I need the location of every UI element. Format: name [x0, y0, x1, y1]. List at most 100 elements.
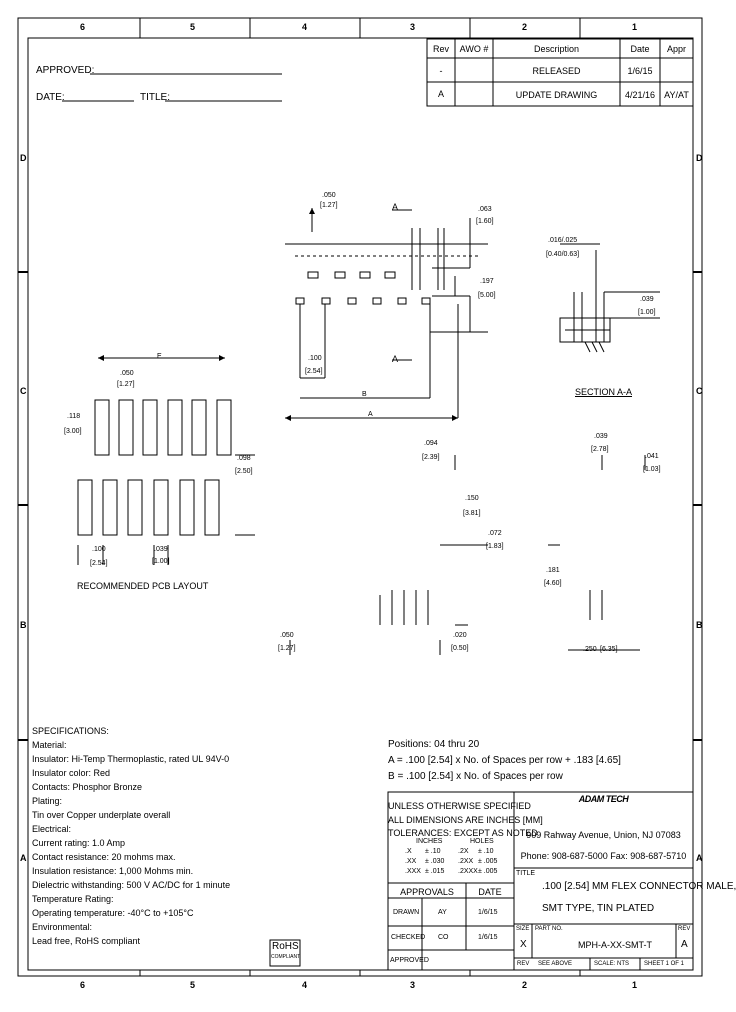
partno-value: MPH-A-XX-SMT-T	[578, 940, 652, 950]
checked-by: CO	[438, 934, 449, 941]
section-title: SECTION A-A	[575, 387, 633, 397]
positions-note: Positions: 04 thru 20	[388, 739, 480, 750]
front-094: .094	[424, 440, 438, 447]
rev-header-awo: AWO #	[459, 44, 489, 54]
spec-line: Contacts: Phosphor Bronze	[32, 782, 143, 792]
drawn-by: AY	[438, 909, 447, 916]
checked-date: 1/6/15	[478, 934, 498, 941]
formula-b: B = .100 [2.54] x No. of Spaces per row	[388, 771, 563, 782]
approvals-header: APPROVALS	[400, 887, 454, 897]
zone-top-2: 2	[522, 22, 528, 32]
section-039: .039	[640, 296, 654, 303]
rev2-label: REV	[517, 961, 530, 967]
front-150: .150	[465, 495, 479, 502]
section-dim: .016/.025	[548, 237, 578, 244]
rev-row-1-date: 1/6/15	[627, 66, 653, 76]
pcb-title: RECOMMENDED PCB LAYOUT	[77, 581, 209, 591]
tol-line-1: UNLESS OTHERWISE SPECIFIED	[388, 801, 531, 811]
zone-bottom-5: 5	[190, 980, 196, 990]
title-line-2: SMT TYPE, TIN PLATED	[542, 903, 655, 914]
tol-line-3: TOLERANCES: EXCEPT AS NOTED	[388, 828, 538, 838]
tol-row-2-b: ± .030	[425, 858, 445, 865]
pcb-100-mm: [2.54]	[90, 560, 108, 567]
rev-row-1-rev: -	[439, 66, 443, 76]
zone-bottom-1: 1	[632, 980, 638, 990]
company-address: 909 Rahway Avenue, Union, NJ 07083	[526, 830, 681, 840]
spec-line: SPECIFICATIONS:	[32, 726, 109, 736]
size-label: SIZE	[516, 926, 530, 932]
pcb-100: .100	[92, 546, 106, 553]
zone-left-b: B	[20, 620, 27, 630]
spec-line: Material:	[32, 740, 67, 750]
label-a-top: A	[392, 202, 399, 212]
rev-header-date: Date	[630, 44, 650, 54]
dim-top-050: .050	[322, 192, 336, 199]
rev-value: A	[681, 939, 688, 950]
drawing-canvas	[17, 17, 703, 977]
dim-side-197: .197	[480, 278, 494, 285]
date-label: DATE:	[36, 92, 65, 103]
pcb-label-e: E	[157, 353, 162, 360]
approved-field-label: APPROVED	[390, 957, 429, 964]
dim-pitch-100-mm: [2.54]	[305, 368, 323, 375]
zone-left-d: D	[20, 153, 27, 163]
spec-line: Plating:	[32, 796, 63, 806]
zone-left-c: C	[20, 386, 27, 396]
partno-label: PART NO.	[535, 926, 563, 932]
dim-side-197-mm: [5.00]	[478, 292, 496, 299]
pcb-050: .050	[120, 370, 134, 377]
tol-holes: HOLES	[470, 838, 494, 845]
tol-row-1-c: .2X	[458, 848, 469, 855]
checked-label: CHECKED	[391, 934, 426, 941]
rev-row-2-rev: A	[437, 89, 444, 99]
dim-top-050-mm: [1.27]	[320, 202, 338, 209]
spec-line: Contact resistance: 20 mohms max.	[32, 852, 176, 862]
rev-row-1-desc: RELEASED	[532, 66, 581, 76]
right-041: .041	[645, 453, 659, 460]
company-name: ADAM TECH	[578, 794, 629, 804]
rev-header-appr: Appr	[666, 44, 686, 54]
spec-line: Electrical:	[32, 824, 72, 834]
drawn-label: DRAWN	[393, 909, 420, 916]
spec-line: Lead free, RoHS compliant	[32, 936, 141, 946]
pcb-039: .039	[154, 546, 168, 553]
zone-right-b: B	[696, 620, 703, 630]
tol-row-3-c: .2XXX	[458, 868, 478, 875]
zone-right-d: D	[696, 153, 703, 163]
tol-row-3-b: ± .015	[425, 868, 445, 875]
tol-row-2-a: .XX	[405, 858, 417, 865]
dim-pitch-100: .100	[308, 355, 322, 362]
rev-row-2-date: 4/21/16	[624, 90, 656, 100]
rev-row-2-appr: AY/AT	[664, 90, 689, 100]
zone-left-a: A	[20, 853, 27, 863]
rev-header-description: Description	[533, 44, 580, 54]
drawn-date: 1/6/15	[478, 909, 498, 916]
tol-row-1-a: .X	[405, 848, 412, 855]
tol-row-3-d: ± .005	[478, 868, 498, 875]
approved-label: APPROVED:	[36, 65, 95, 76]
right-250-mm: [6.35]	[600, 646, 618, 653]
spec-line: Tin over Copper underplate overall	[32, 810, 171, 820]
right-039-mm: [2.78]	[591, 446, 609, 453]
rev-header-rev: Rev	[432, 44, 449, 54]
section-dim-mm: [0.40/0.63]	[546, 251, 580, 258]
front-094-mm: [2.39]	[422, 454, 440, 461]
zone-top-4: 4	[302, 22, 308, 32]
right-181: .181	[546, 567, 560, 574]
spec-line: Environmental:	[32, 922, 93, 932]
spec-line: Operating temperature: -40°C to +105°C	[32, 908, 194, 918]
tol-line-2: ALL DIMENSIONS ARE INCHES [MM]	[388, 815, 543, 825]
zone-bottom-6: 6	[80, 980, 86, 990]
rohs-compliant: COMPLIANT	[271, 954, 301, 960]
right-250: .250	[583, 646, 597, 653]
pcb-039-mm: [1.00]	[152, 558, 170, 565]
title-field-label: TITLE	[516, 870, 536, 877]
spec-line: Insulator: Hi-Temp Thermoplastic, rated …	[32, 754, 230, 764]
zone-top-1: 1	[632, 22, 638, 32]
spec-line: Current rating: 1.0 Amp	[32, 838, 126, 848]
title-label: TITLE:	[140, 92, 171, 103]
zone-bottom-3: 3	[410, 980, 416, 990]
label-a-dim: A	[368, 411, 373, 418]
tol-row-1-d: ± .10	[478, 848, 494, 855]
zone-right-c: C	[696, 386, 703, 396]
